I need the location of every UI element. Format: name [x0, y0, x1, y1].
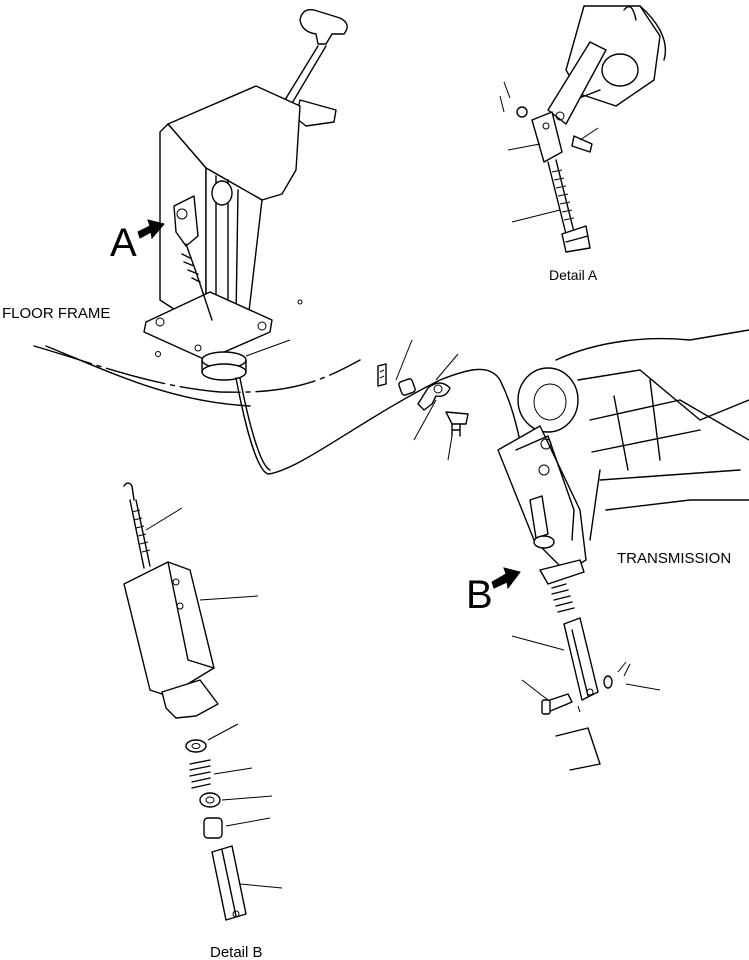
callout-a-letter: A: [110, 221, 137, 265]
callout-b-arrow: [491, 567, 521, 590]
detail-b-label: Detail B: [210, 944, 263, 960]
brake-cable: [235, 368, 541, 547]
detail-a-label: Detail A: [549, 267, 598, 283]
brake-lever-assembly: [143, 9, 348, 381]
transmission-drawing: [497, 329, 749, 771]
callout-b-letter: B: [466, 573, 493, 617]
callout-a-arrow: [137, 219, 165, 240]
detail-b-drawing: [123, 482, 283, 921]
detail-a-drawing: [499, 5, 666, 253]
transmission-label: TRANSMISSION: [617, 550, 731, 567]
cable-clamp-parts: [377, 339, 469, 461]
floor-frame-outline: [33, 299, 361, 407]
floor-frame-label: FLOOR FRAME: [2, 305, 110, 322]
